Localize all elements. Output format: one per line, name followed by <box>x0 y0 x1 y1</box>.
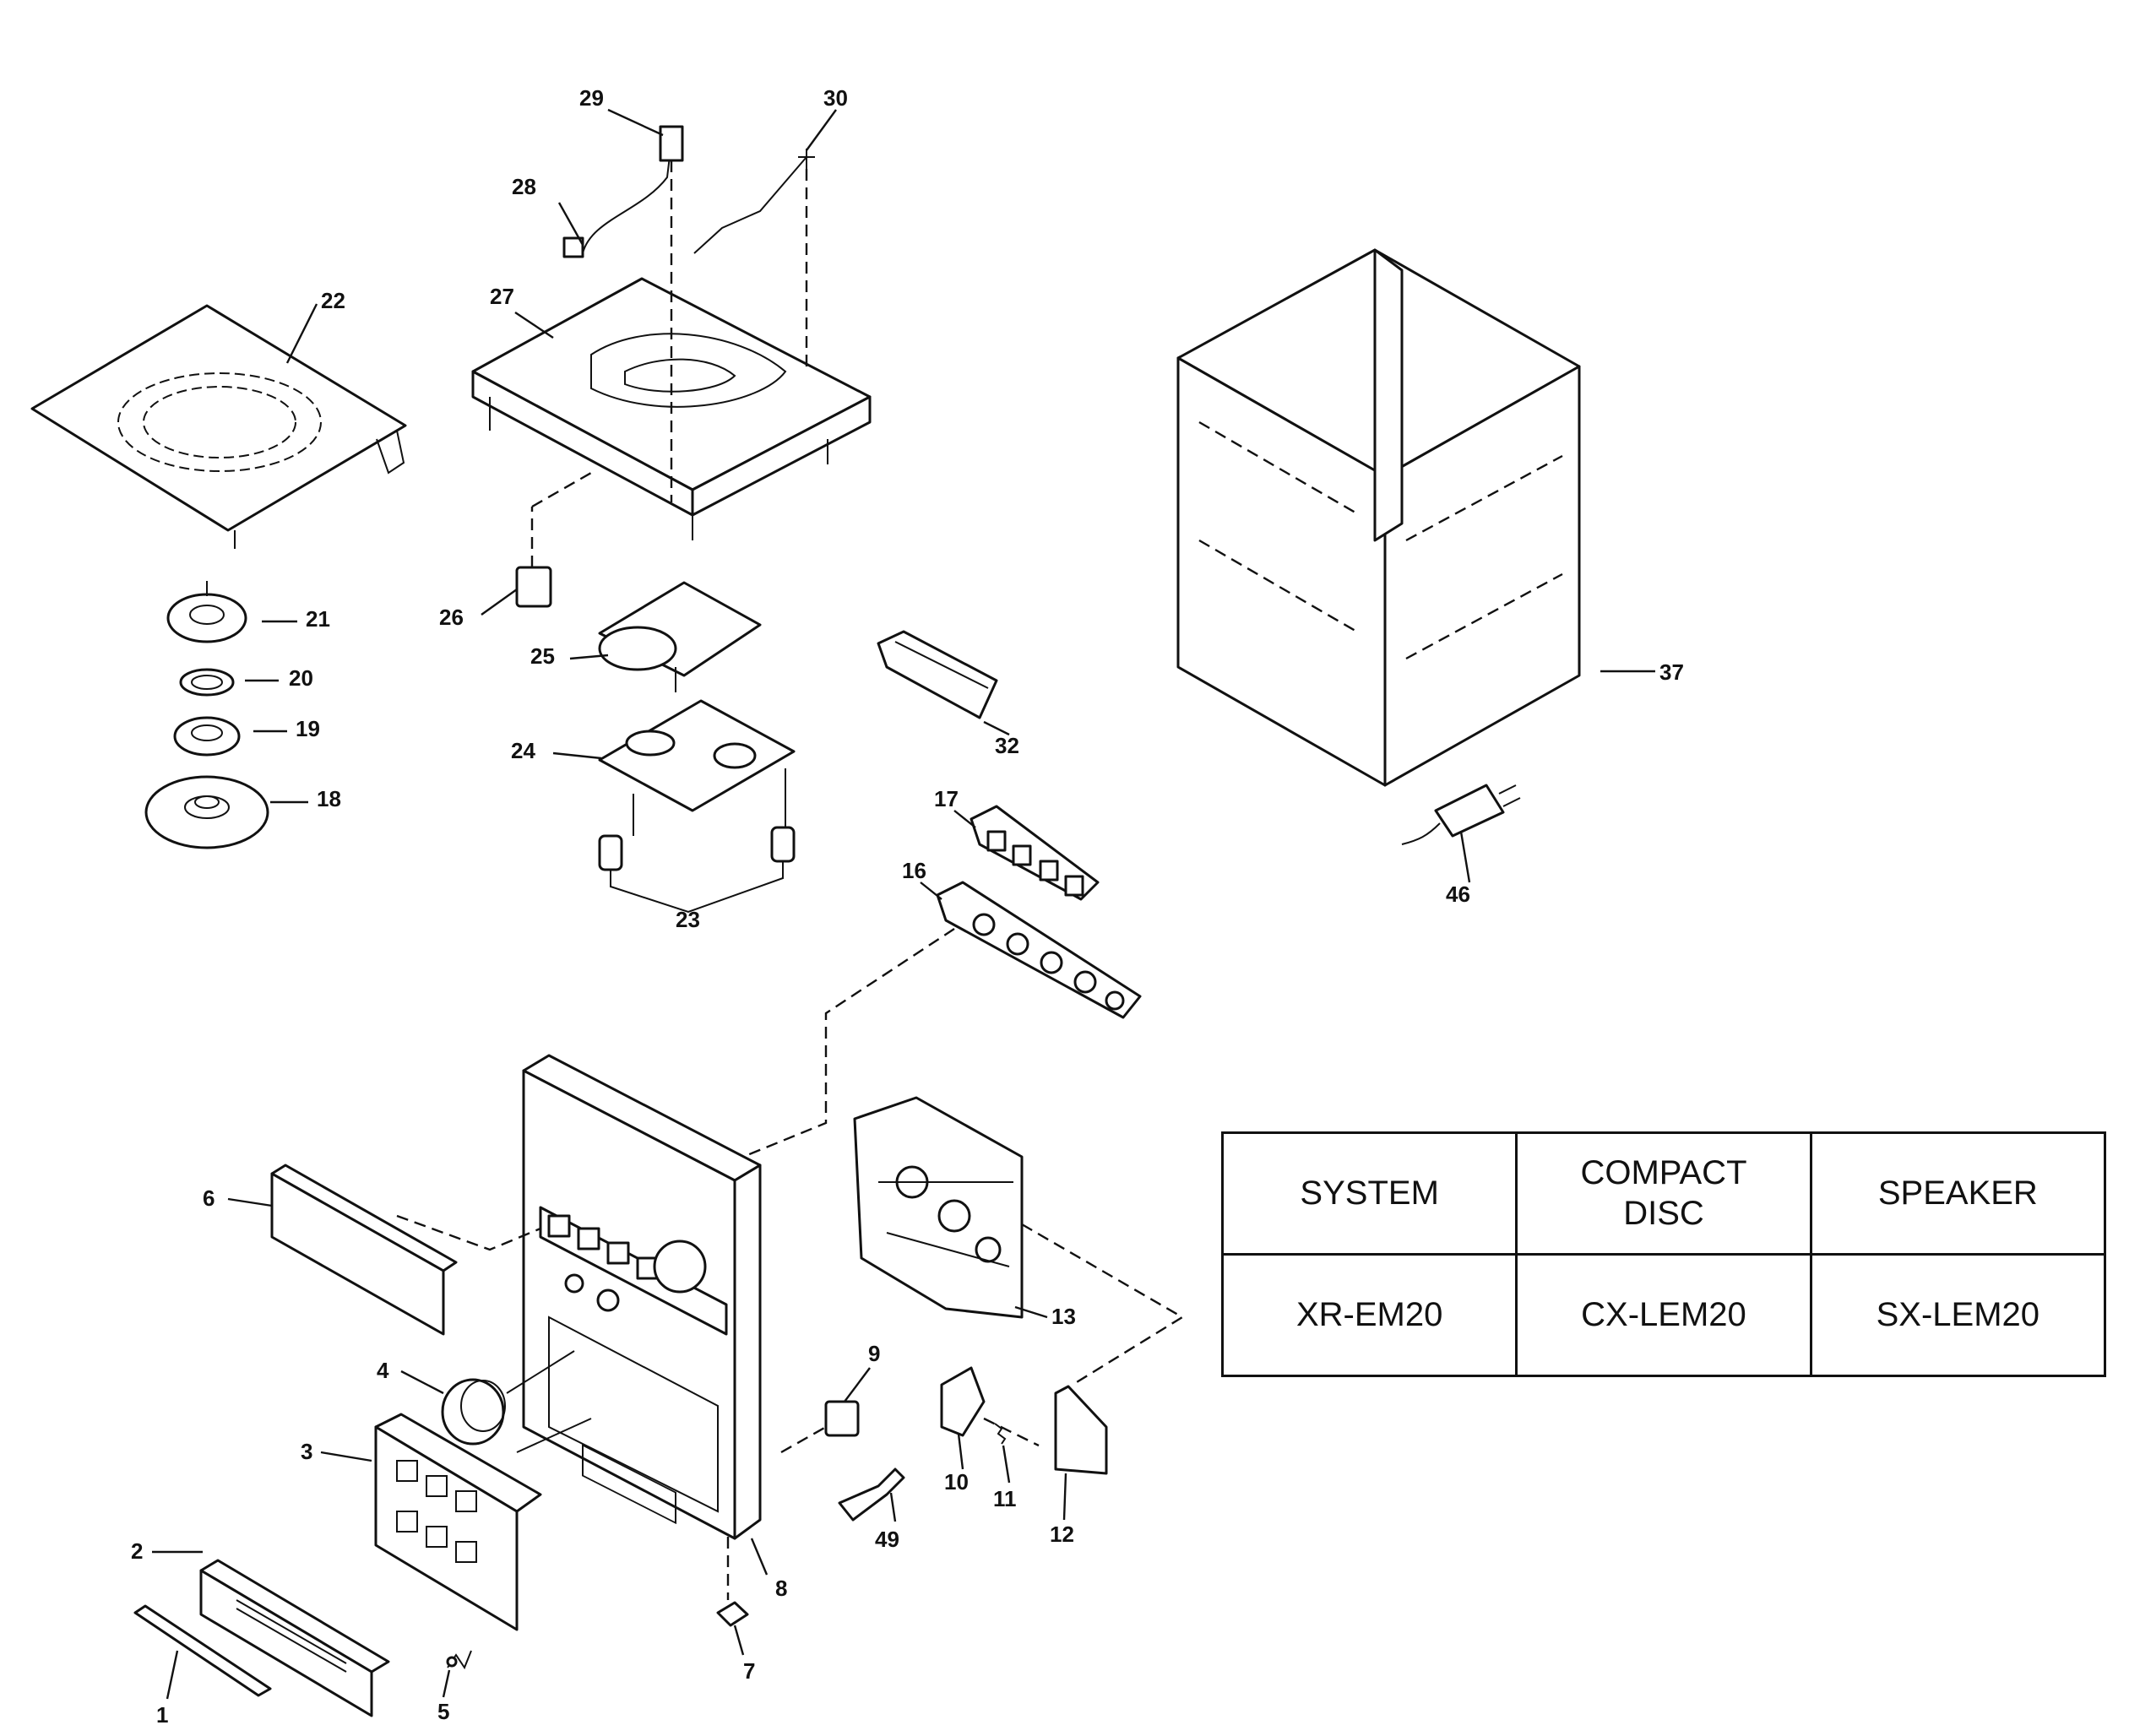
callout-29: 29 <box>579 85 604 111</box>
callout-labels: 22 21 20 19 18 27 28 29 30 26 25 24 23 3… <box>131 85 1684 1728</box>
part-49-lever <box>838 1467 905 1522</box>
part-10-switch <box>940 1366 986 1437</box>
callout-16: 16 <box>902 858 926 883</box>
part-12-bracket <box>1054 1385 1108 1475</box>
part-1-strip <box>133 1604 272 1697</box>
callout-22: 22 <box>321 288 345 313</box>
callout-7: 7 <box>743 1658 755 1684</box>
part-2-cassette-door <box>199 1559 390 1717</box>
model-compact-disc: CX-LEM20 <box>1515 1253 1812 1377</box>
part-13-cassette-mechanism <box>853 1096 1185 1386</box>
model-number-table: SYSTEM COMPACT DISC SPEAKER XR-EM20 CX-L… <box>1220 1131 2107 1377</box>
header-compact-disc: COMPACT DISC <box>1515 1131 1812 1256</box>
model-table-header-row: SYSTEM COMPACT DISC SPEAKER <box>1220 1131 2107 1256</box>
part-18-turntable <box>144 775 269 849</box>
callout-32: 32 <box>995 733 1019 758</box>
part-20-ring <box>179 668 235 697</box>
callout-9: 9 <box>868 1341 880 1366</box>
callout-23: 23 <box>676 907 700 932</box>
callout-3: 3 <box>301 1439 312 1464</box>
callout-17: 17 <box>934 786 959 811</box>
part-8-front-panel <box>522 1054 762 1540</box>
callout-24: 24 <box>511 738 535 763</box>
part-5-spring <box>446 1650 472 1670</box>
callout-25: 25 <box>530 643 555 669</box>
callout-49: 49 <box>875 1527 899 1552</box>
part-16-button-assembly <box>936 881 1142 1019</box>
callout-leaders <box>152 108 1655 1700</box>
callout-11: 11 <box>993 1486 1017 1511</box>
callout-19: 19 <box>296 716 320 741</box>
callout-26: 26 <box>439 605 464 630</box>
callout-28: 28 <box>512 174 536 199</box>
part-37-cabinet <box>1176 248 1581 787</box>
part-25-pickup-cover <box>598 581 762 692</box>
model-table-value-row: XR-EM20 CX-LEM20 SX-LEM20 <box>1220 1253 2107 1377</box>
callout-13: 13 <box>1051 1304 1076 1329</box>
header-speaker: SPEAKER <box>1809 1131 2107 1256</box>
part-22-cd-lid <box>30 304 407 549</box>
callout-8: 8 <box>775 1576 787 1601</box>
part-26-bracket <box>515 471 592 608</box>
callout-30: 30 <box>823 85 848 111</box>
callout-18: 18 <box>317 786 341 811</box>
callout-20: 20 <box>289 665 313 691</box>
part-24-cd-mechanism <box>598 699 796 836</box>
part-17-button-assembly <box>970 805 1100 901</box>
part-21-clamper <box>166 581 247 643</box>
callout-10: 10 <box>944 1469 969 1495</box>
part-7-foot <box>716 1537 749 1627</box>
part-32-connector <box>877 630 998 719</box>
callout-37: 37 <box>1659 659 1684 685</box>
part-3-cassette-holder <box>374 1413 592 1631</box>
part-6-window <box>270 1164 541 1336</box>
callout-12: 12 <box>1050 1522 1074 1547</box>
lead-16-to-panel <box>742 927 955 1158</box>
part-46-power-plug <box>1401 784 1521 845</box>
part-28-29-30-wiring <box>562 125 815 502</box>
cabinet-vents <box>1198 420 1563 660</box>
callout-46: 46 <box>1446 882 1470 907</box>
part-11-spring <box>983 1417 1040 1447</box>
model-system: XR-EM20 <box>1220 1253 1518 1377</box>
callout-21: 21 <box>306 606 330 632</box>
callout-27: 27 <box>490 284 514 309</box>
callout-6: 6 <box>203 1185 215 1211</box>
callout-1: 1 <box>156 1702 168 1728</box>
callout-2: 2 <box>131 1538 143 1564</box>
part-23-insulators <box>598 826 796 914</box>
callout-5: 5 <box>437 1699 449 1724</box>
part-9-bracket <box>780 1400 860 1454</box>
part-19-magnet <box>173 716 241 757</box>
model-speaker: SX-LEM20 <box>1809 1253 2107 1377</box>
part-4-knob <box>441 1350 575 1446</box>
callout-4: 4 <box>377 1358 389 1383</box>
header-system: SYSTEM <box>1220 1131 1518 1256</box>
